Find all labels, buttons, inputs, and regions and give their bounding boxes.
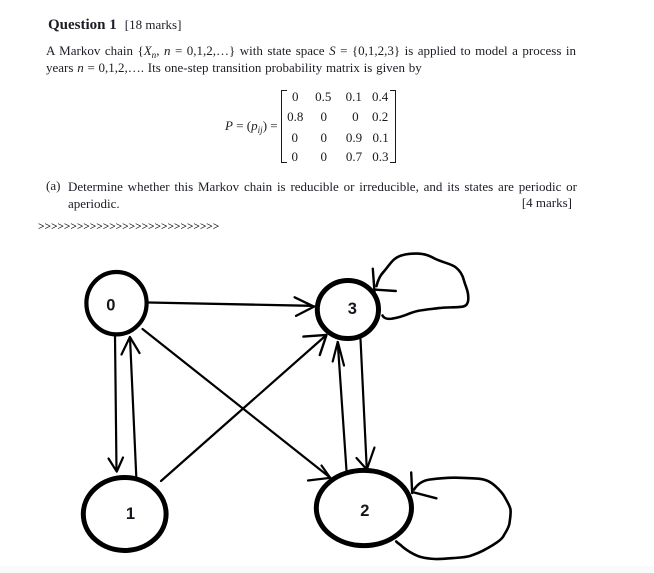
svg-text:2: 2 (360, 502, 369, 520)
svg-text:0: 0 (106, 297, 115, 315)
svg-text:1: 1 (126, 505, 135, 523)
svg-text:3: 3 (348, 300, 357, 318)
